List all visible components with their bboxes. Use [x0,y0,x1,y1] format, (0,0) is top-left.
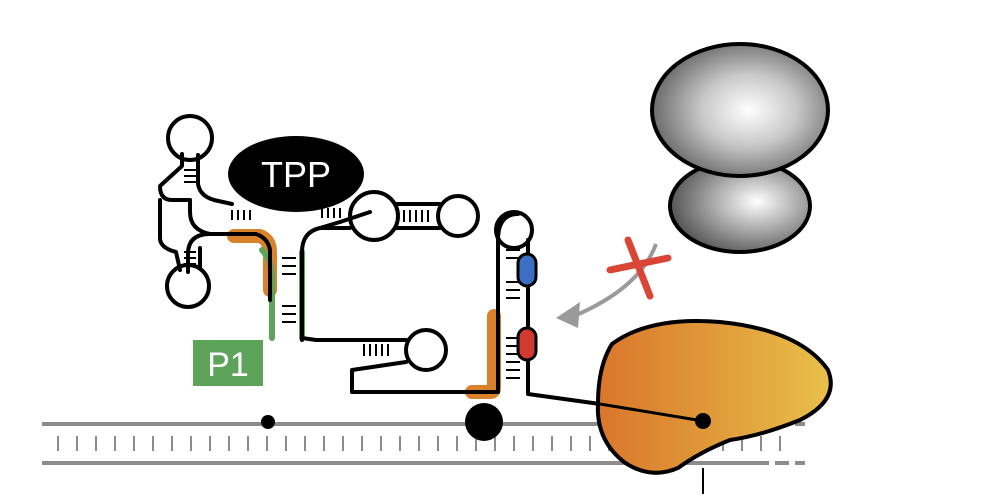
arrow-curve [573,243,658,318]
p1-label-box: P1 [193,340,263,386]
base-pair-ticks [184,169,520,379]
rna-top-hairpin-stem-right [196,153,234,206]
rna-top-right-arm [338,210,372,224]
arrow-head [556,302,580,328]
rna-right-loop [436,194,480,238]
rna-top-loop [166,114,214,162]
ticks-junction [231,210,251,220]
polymerase-rna-exit [599,402,704,423]
dna-marker-dot [261,415,275,429]
rna-terminator-loop [494,210,534,250]
p1-label-background [193,340,263,386]
orange-segment-lower [465,309,501,399]
ticks-terminator [506,249,520,379]
polymerase-body [595,318,833,475]
ticks-right-stem [403,210,429,222]
rna-terminator-right [526,238,602,406]
rna-lower-return [350,360,500,394]
ticks-small-hairpin [363,344,389,356]
tpp-ligand-shape [228,136,364,212]
rna-backbone [158,114,602,406]
tpp-label: TPP [261,154,331,195]
tpp-ligand: TPP [228,136,364,212]
blocked-arrow [556,243,658,328]
ticks-top-stem [184,169,196,183]
red-x-icon [606,236,672,300]
orange-segment-upper [227,229,277,297]
p1-label: P1 [207,346,249,384]
rna-polymerase-icon [595,318,833,494]
ticks-p1 [282,257,296,323]
ticks-bottom-stem [184,251,196,265]
red-element [516,326,538,362]
rna-small-loop [404,328,448,372]
rna-5prime-cap [465,403,503,441]
rna-top-hairpin-stem [158,152,192,202]
rna-middle-loop [348,190,400,242]
ribosome-large-subunit [650,42,830,178]
rna-lower-arm [300,336,408,342]
blue-element [516,252,538,288]
rna-right-stem [394,202,442,230]
rna-bottom-hairpin-stem [158,198,182,272]
ribosome-icon [650,42,830,254]
ticks-middle-stem [321,208,341,218]
